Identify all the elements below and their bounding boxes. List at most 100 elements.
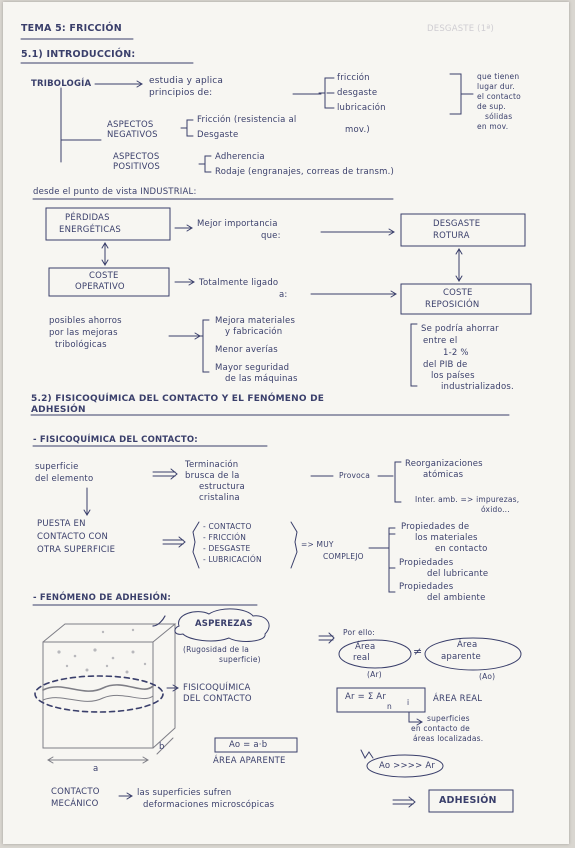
text: - CONTACTO (203, 522, 252, 531)
text: COSTE (89, 271, 119, 281)
text: REPOSICIÓN (425, 300, 480, 310)
text: CONTACTO CON (37, 532, 109, 542)
text: que tienen (477, 72, 520, 81)
subheading-adhesion: - FENÓMENO DE ADHESIÓN: (33, 593, 172, 603)
bracket (449, 73, 462, 115)
text: los materiales (415, 533, 478, 543)
text: ENERGÉTICAS (59, 225, 122, 235)
box-perdidas (45, 207, 171, 241)
text: - DESGASTE (203, 544, 251, 553)
adhesion-box (428, 789, 514, 813)
text: Mayor seguridad (215, 363, 290, 373)
text: Propiedades (399, 558, 454, 568)
text: por las mejoras (49, 328, 118, 338)
text: desgaste (337, 88, 378, 98)
text: 1-2 % (443, 348, 469, 358)
text: Fricción (resistencia al (197, 115, 297, 125)
text: del lubricante (427, 569, 489, 579)
text: NEGATIVOS (107, 130, 158, 140)
text: lubricación (337, 103, 386, 113)
industrial-label: desde el punto de vista INDUSTRIAL: (33, 187, 197, 197)
text: principios de: (149, 88, 213, 98)
text: atómicas (423, 470, 464, 480)
text: (Ao) (479, 672, 496, 681)
block-drawing (42, 623, 177, 764)
text: industrializados. (441, 382, 514, 392)
notes-page: TEMA 5: FRICCIÓN DESGASTE (1ª) 5.1) INTR… (3, 2, 569, 844)
text: (Ar) (367, 670, 382, 679)
text: entre el (423, 336, 458, 346)
text: MECÁNICO (51, 799, 99, 809)
text: Provoca (339, 471, 371, 480)
text: Propiedades de (401, 522, 470, 532)
text: - FRICCIÓN (203, 533, 247, 542)
text: Área (457, 640, 478, 650)
text: superficie) (219, 655, 261, 664)
faint-header: DESGASTE (1ª) (427, 24, 495, 34)
text: en contacto (435, 544, 488, 554)
text: Inter. amb. => impurezas, (415, 495, 520, 504)
text: fricción (337, 73, 370, 83)
text: del ambiente (427, 593, 486, 603)
text: CONTACTO (51, 787, 100, 797)
text: Rodaje (engranajes, correas de transm.) (215, 167, 395, 177)
text: Terminación (185, 460, 239, 470)
tribologia-label: TRIBOLOGÍA (31, 79, 92, 89)
text: COMPLEJO (323, 552, 364, 561)
text: óxido... (481, 505, 510, 514)
formula-box (336, 687, 426, 713)
text: ASPECTOS (113, 152, 160, 162)
box-coste-op (48, 267, 170, 297)
text: de las máquinas (225, 374, 298, 384)
text: PÉRDIDAS (65, 213, 110, 223)
text: superficies (427, 714, 470, 723)
text: DEL CONTACTO (183, 694, 252, 704)
tree-branch (60, 87, 102, 141)
text: OTRA SUPERFICIE (37, 545, 116, 555)
adhesion-label: ADHESIÓN (439, 795, 497, 806)
text: cristalina (199, 493, 240, 503)
text: Ao = a·b (229, 740, 268, 750)
text: ROTURA (433, 231, 470, 241)
text: el contacto (477, 92, 521, 101)
text: Mejora materiales (215, 316, 296, 326)
subheading-fisicoquimica: - FISICOQUÍMICA DEL CONTACTO: (33, 435, 198, 445)
diagram-lines (20, 38, 532, 813)
text: estudia y aplica (149, 76, 224, 86)
text: estructura (199, 482, 245, 492)
text: brusca de la (185, 471, 240, 481)
text: Totalmente ligado (199, 278, 279, 288)
text: b (159, 742, 165, 752)
text: en contacto de (411, 724, 470, 733)
text: superficie (35, 462, 79, 472)
text: => MUY (301, 540, 334, 549)
text: - LUBRICACIÓN (203, 555, 262, 564)
section-heading: 5.1) INTRODUCCIÓN: (21, 49, 136, 60)
text: a: (279, 290, 288, 300)
text: y fabricación (225, 327, 283, 337)
text: los países (431, 371, 475, 381)
text: las superficies sufren (137, 788, 232, 798)
text: Área (355, 642, 376, 652)
text: ÁREA APARENTE (213, 756, 286, 766)
text: ÁREA REAL (433, 694, 483, 704)
text: OPERATIVO (75, 282, 125, 292)
text: posibles ahorros (49, 316, 122, 326)
text: de sup. (477, 102, 506, 111)
text: mov.) (345, 125, 370, 135)
section-heading-2: 5.2) FISICOQUÍMICA DEL CONTACTO Y EL FEN… (31, 394, 325, 404)
text: que: (261, 231, 281, 241)
page-title: TEMA 5: FRICCIÓN (21, 23, 122, 34)
text: ADHESIÓN (31, 405, 86, 415)
text: COSTE (443, 288, 473, 298)
ao-box (214, 737, 298, 753)
text: sólidas (485, 112, 513, 121)
text: Ar = Σ Ar (345, 692, 387, 702)
asperezas-cloud (174, 608, 270, 642)
text: i (407, 698, 410, 707)
text: aparente (441, 652, 481, 662)
text: tribológicas (55, 340, 107, 350)
text: deformaciones microscópicas (143, 800, 275, 810)
text: Propiedades (399, 582, 454, 592)
text: n (387, 702, 392, 711)
